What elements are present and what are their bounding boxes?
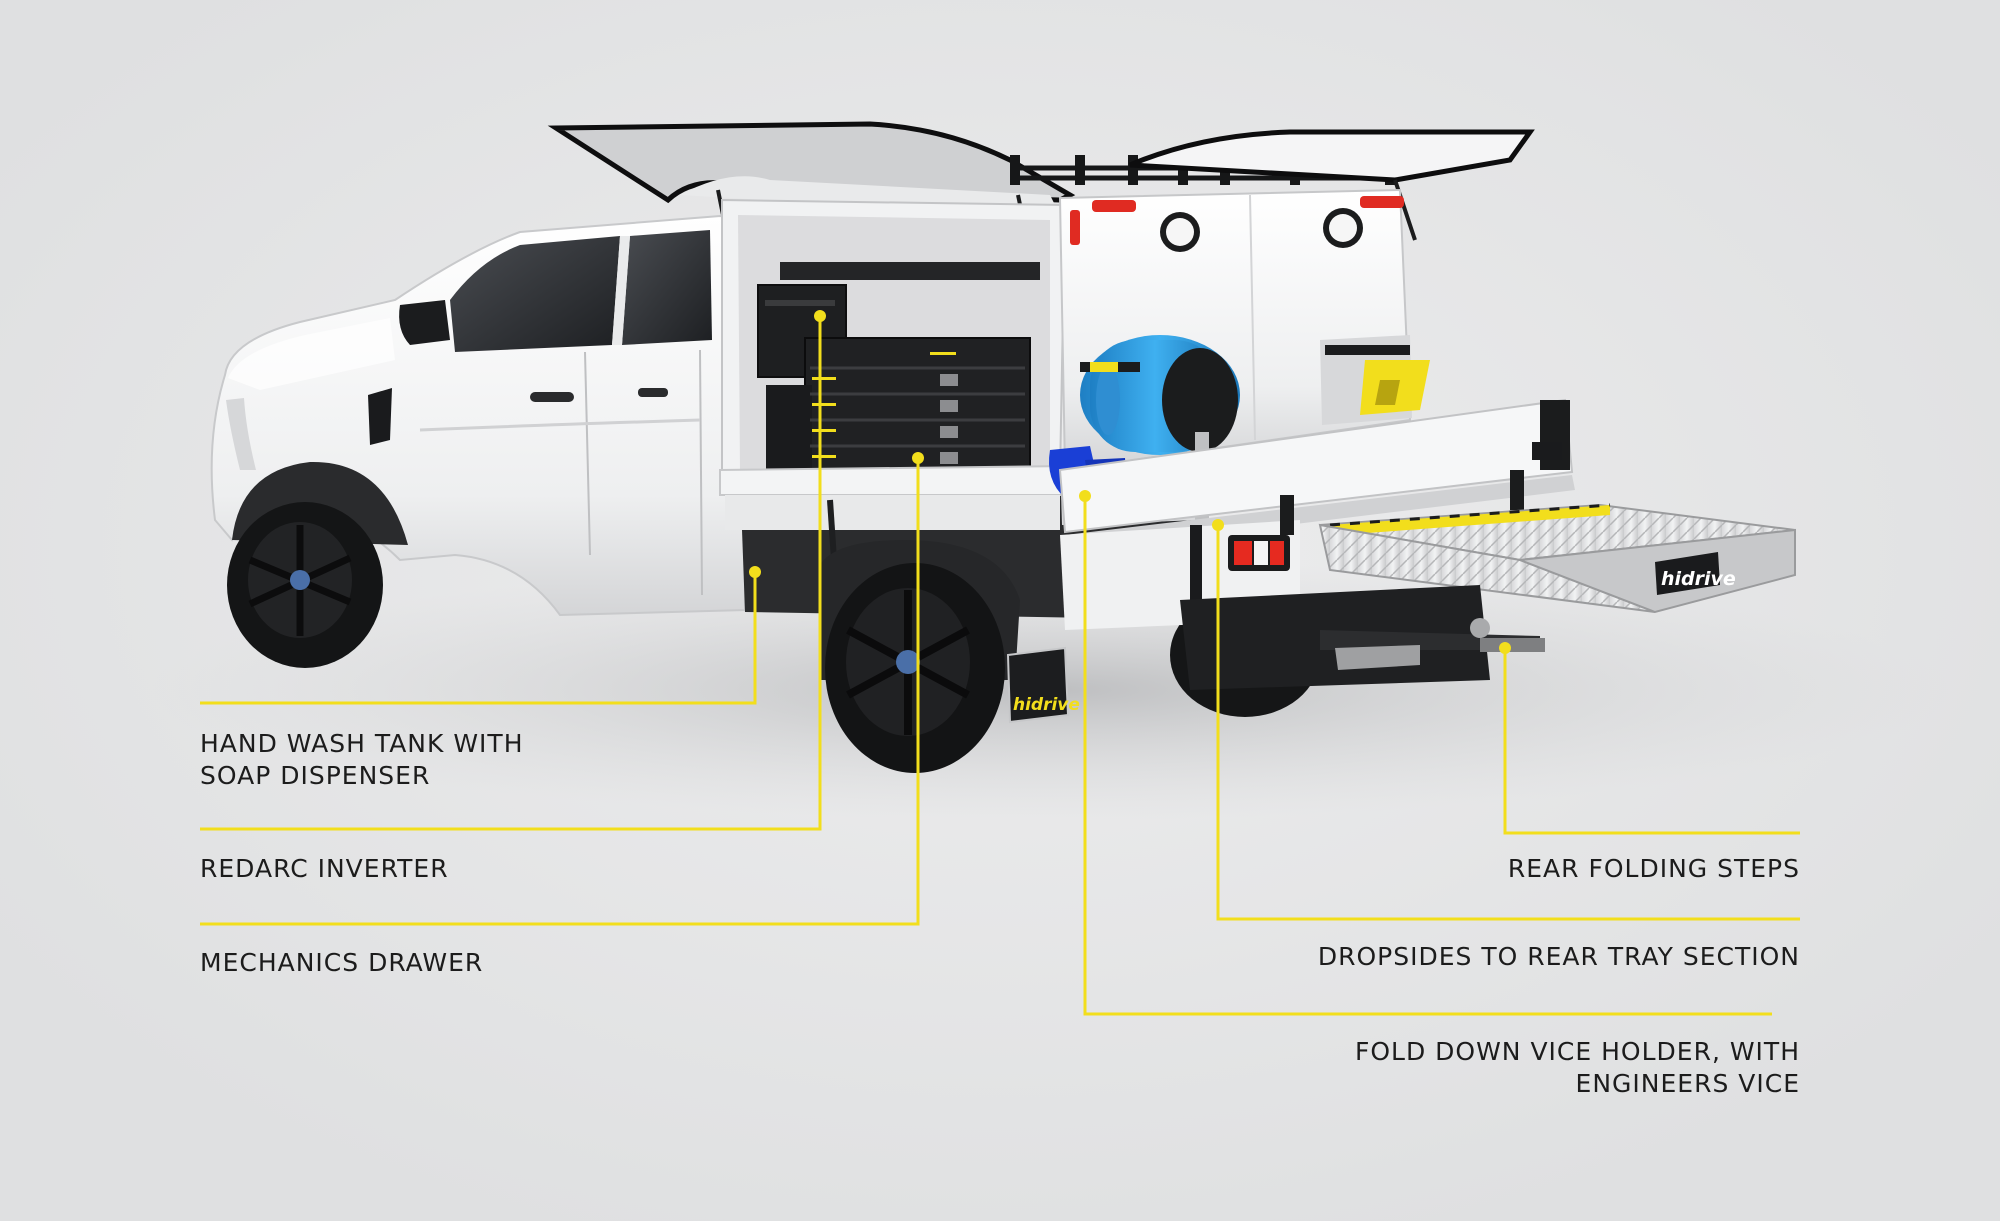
rear-near-wheel: hidrive: [820, 540, 1080, 773]
hose-reel: [1080, 335, 1240, 455]
label-vice-line1: FOLD DOWN VICE HOLDER, WITH: [1354, 1037, 1800, 1066]
leader-lines: [200, 316, 1800, 1016]
logo-badge-mudflap: hidrive: [1013, 695, 1080, 715]
label-vice-line2: ENGINEERS VICE: [1575, 1069, 1800, 1098]
label-hand-wash-tank: HAND WASH TANK WITH SOAP DISPENSER: [200, 728, 524, 792]
label-rear-steps-line1: REAR FOLDING STEPS: [1507, 854, 1800, 883]
label-rear-folding-steps: REAR FOLDING STEPS: [1508, 853, 1800, 885]
leader-hand-wash: [200, 572, 757, 705]
dot-rear-steps: [1499, 642, 1511, 654]
dot-dropsides: [1212, 519, 1224, 531]
dot-vice: [1079, 490, 1091, 502]
dot-hand-wash: [749, 566, 761, 578]
rear-chassis-steps: [1180, 585, 1545, 690]
front-wheel: [227, 502, 383, 668]
label-mechanics-drawer: MECHANICS DRAWER: [200, 947, 483, 979]
logo-badge-drawer: hidrive: [1661, 568, 1736, 590]
dot-redarc: [814, 310, 826, 322]
label-hand-wash-line2: SOAP DISPENSER: [200, 761, 431, 790]
leader-dots: [749, 310, 1511, 654]
label-redarc-inverter: REDARC INVERTER: [200, 853, 449, 885]
front-canopy-compartment: [547, 121, 1076, 585]
label-dropsides: DROPSIDES TO REAR TRAY SECTION: [1318, 941, 1800, 973]
label-vice-holder: FOLD DOWN VICE HOLDER, WITH ENGINEERS VI…: [1355, 1036, 1800, 1100]
dot-mechanics: [912, 452, 924, 464]
label-redarc-line1: REDARC INVERTER: [200, 854, 449, 883]
leader-dropsides: [1216, 525, 1800, 921]
slide-out-tray: hidrive: [1318, 503, 1796, 614]
tray-side-logo: [1532, 442, 1562, 460]
leader-mechanics: [200, 458, 920, 926]
label-dropsides-line1: DROPSIDES TO REAR TRAY SECTION: [1317, 942, 1800, 971]
leader-redarc: [200, 316, 822, 831]
leader-rear-steps: [1503, 648, 1800, 835]
label-mechanics-line1: MECHANICS DRAWER: [200, 948, 484, 977]
leader-vice: [1083, 496, 1772, 1016]
label-hand-wash-line1: HAND WASH TANK WITH: [200, 729, 524, 758]
